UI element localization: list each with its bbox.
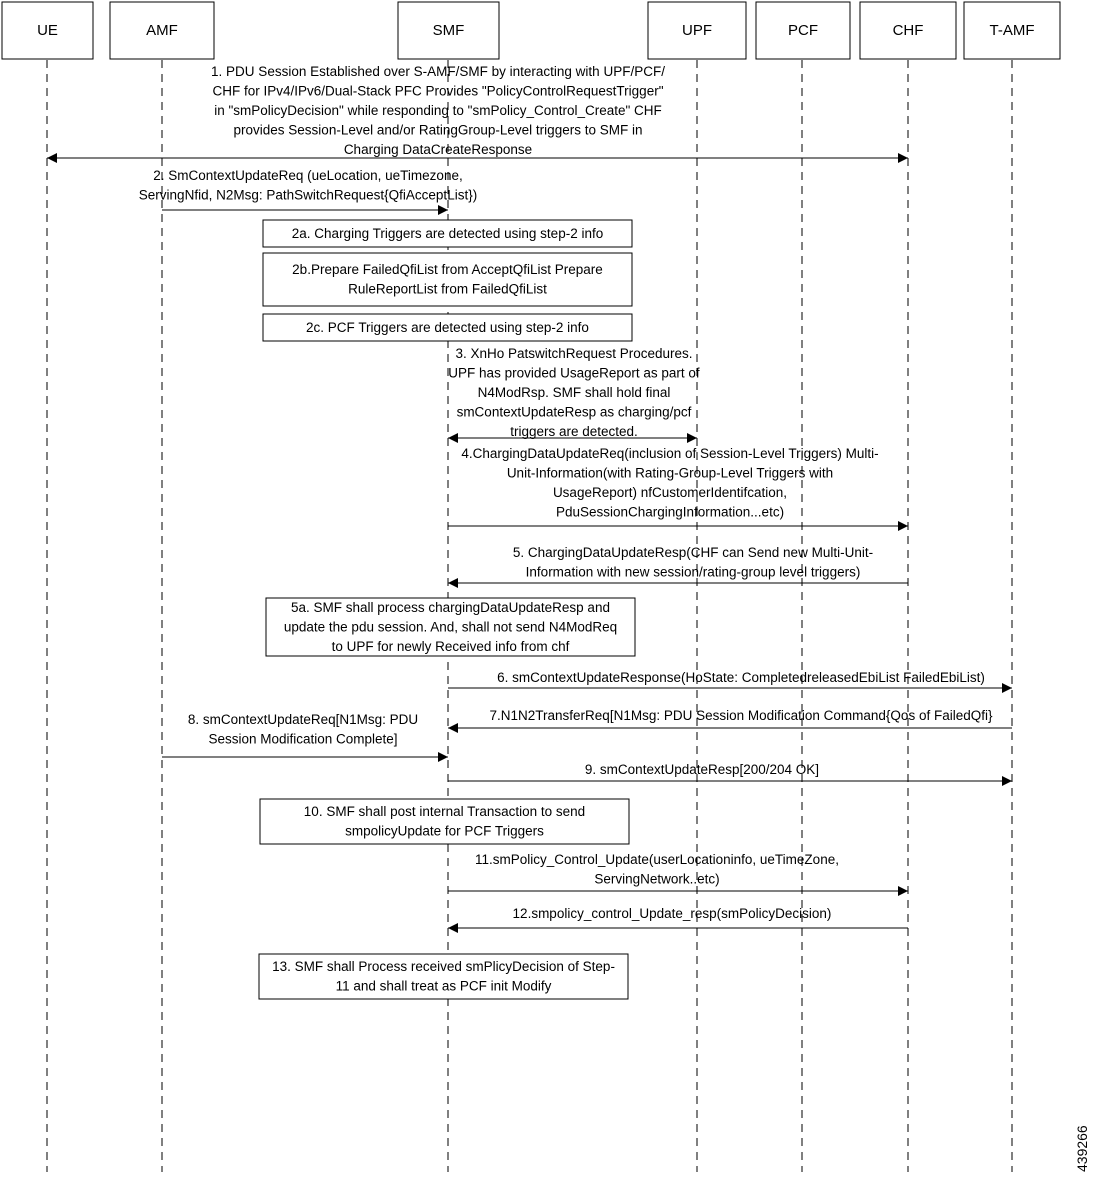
message-text-line: in "smPolicyDecision" while responding t…: [214, 103, 662, 118]
note-box: [258, 953, 629, 1000]
note-text-line: smpolicyUpdate for PCF Triggers: [345, 824, 544, 839]
message-text-line: 2. SmContextUpdateReq (ueLocation, ueTim…: [153, 168, 462, 183]
participant-label: CHF: [893, 22, 924, 39]
message-text-line: ServingNetwork..etc): [594, 872, 719, 887]
message-text-line: 12.smpolicy_control_Update_resp(smPolicy…: [513, 906, 832, 921]
message-7: 7.N1N2TransferReq[N1Msg: PDU Session Mod…: [448, 708, 1012, 733]
participant-box: [647, 1, 747, 60]
note-2c: 2c. PCF Triggers are detected using step…: [262, 313, 633, 342]
message-9: 9. smContextUpdateResp[200/204 OK]: [448, 762, 1012, 786]
message-text-line: 5. ChargingDataUpdateResp(CHF can Send n…: [513, 545, 873, 560]
note-text-line: 11 and shall treat as PCF init Modify: [336, 979, 552, 994]
note-box: [262, 252, 633, 307]
message-text-line: 9. smContextUpdateResp[200/204 OK]: [585, 762, 819, 777]
note-5a: 5a. SMF shall process chargingDataUpdate…: [265, 597, 636, 657]
message-text-line: PduSessionChargingInformation...etc): [556, 505, 784, 520]
participant-box: [859, 1, 957, 60]
message-12: 12.smpolicy_control_Update_resp(smPolicy…: [448, 906, 908, 933]
message-text-line: N4ModRsp. SMF shall hold final: [478, 385, 671, 400]
message-text-line: UsageReport) nfCustomerIdentifcation,: [553, 485, 787, 500]
message-text-line: ServingNfid, N2Msg: PathSwitchRequest{Qf…: [139, 188, 477, 203]
participant-box: [755, 1, 851, 60]
note-box: [265, 597, 636, 657]
message-6: 6. smContextUpdateResponse(HoState: Comp…: [448, 670, 1012, 693]
message-text-line: triggers are detected.: [510, 424, 638, 439]
participant-amf: AMF: [109, 1, 215, 60]
message-text-line: UPF has provided UsageReport as part of: [448, 366, 700, 381]
message-text-line: provides Session-Level and/or RatingGrou…: [234, 123, 643, 138]
note-text-line: update the pdu session. And, shall not s…: [284, 619, 617, 634]
participant-smf: SMF: [397, 1, 500, 60]
note-text-line: 13. SMF shall Process received smPlicyDe…: [272, 959, 615, 974]
message-text-line: 1. PDU Session Established over S-AMF/SM…: [211, 64, 665, 79]
note-text-line: to UPF for newly Received info from chf: [332, 639, 570, 654]
message-2: 2. SmContextUpdateReq (ueLocation, ueTim…: [139, 168, 477, 215]
message-text-line: 8. smContextUpdateReq[N1Msg: PDU: [188, 712, 418, 727]
participant-box: [109, 1, 215, 60]
message-text-line: 4.ChargingDataUpdateReq(inclusion of Ses…: [461, 446, 878, 461]
note-box: [259, 798, 630, 845]
note-text-line: 2b.Prepare FailedQfiList from AcceptQfiL…: [292, 262, 603, 277]
message-text-line: smContextUpdateResp as charging/pcf: [457, 405, 692, 420]
message-4: 4.ChargingDataUpdateReq(inclusion of Ses…: [448, 446, 908, 531]
participant-label: AMF: [146, 22, 178, 39]
message-1: 1. PDU Session Established over S-AMF/SM…: [47, 64, 908, 163]
note-2a: 2a. Charging Triggers are detected using…: [262, 219, 633, 248]
message-11: 11.smPolicy_Control_Update(userLocationi…: [448, 852, 908, 896]
note-text-line: 10. SMF shall post internal Transaction …: [304, 804, 585, 819]
message-5: 5. ChargingDataUpdateResp(CHF can Send n…: [448, 545, 908, 588]
note-text-line: RuleReportList from FailedQfiList: [348, 282, 547, 297]
note-box: [262, 219, 633, 248]
message-text-line: 11.smPolicy_Control_Update(userLocationi…: [475, 852, 839, 867]
message-3: 3. XnHo PatswitchRequest Procedures. UPF …: [448, 346, 700, 443]
participant-box: [397, 1, 500, 60]
note-text-line: 2a. Charging Triggers are detected using…: [292, 226, 603, 241]
participant-chf: CHF: [859, 1, 957, 60]
participant-label: PCF: [788, 22, 818, 39]
message-text-line: 3. XnHo PatswitchRequest Procedures.: [455, 346, 692, 361]
message-text-line: Session Modification Complete]: [208, 732, 397, 747]
note-text-line: 2c. PCF Triggers are detected using step…: [306, 320, 589, 335]
participant-label: T-AMF: [990, 22, 1035, 39]
note-13: 13. SMF shall Process received smPlicyDe…: [258, 953, 629, 1000]
participant-box: [1, 1, 94, 60]
figure-id: 439266: [1074, 1125, 1090, 1172]
participant-label: UE: [37, 22, 58, 39]
message-text-line: CHF for IPv4/IPv6/Dual-Stack PFC Provide…: [213, 84, 664, 99]
message-text-line: 7.N1N2TransferReq[N1Msg: PDU Session Mod…: [490, 708, 993, 723]
note-box: [262, 313, 633, 342]
message-8: 8. smContextUpdateReq[N1Msg: PDU Session …: [162, 712, 448, 762]
participant-label: SMF: [433, 22, 465, 39]
message-text-line: Charging DataCreateResponse: [344, 142, 532, 157]
note-10: 10. SMF shall post internal Transaction …: [259, 798, 630, 845]
participant-tamf: T-AMF: [963, 1, 1061, 60]
participant-ue: UE: [1, 1, 94, 60]
participant-pcf: PCF: [755, 1, 851, 60]
message-text-line: Information with new session/rating-grou…: [526, 565, 861, 580]
note-text-line: 5a. SMF shall process chargingDataUpdate…: [291, 600, 610, 615]
message-text-line: Unit-Information(with Rating-Group-Level…: [507, 466, 833, 481]
participant-label: UPF: [682, 22, 712, 39]
note-2b: 2b.Prepare FailedQfiList from AcceptQfiL…: [262, 252, 633, 307]
participant-upf: UPF: [647, 1, 747, 60]
message-text-line: 6. smContextUpdateResponse(HoState: Comp…: [497, 670, 985, 685]
participant-box: [963, 1, 1061, 60]
